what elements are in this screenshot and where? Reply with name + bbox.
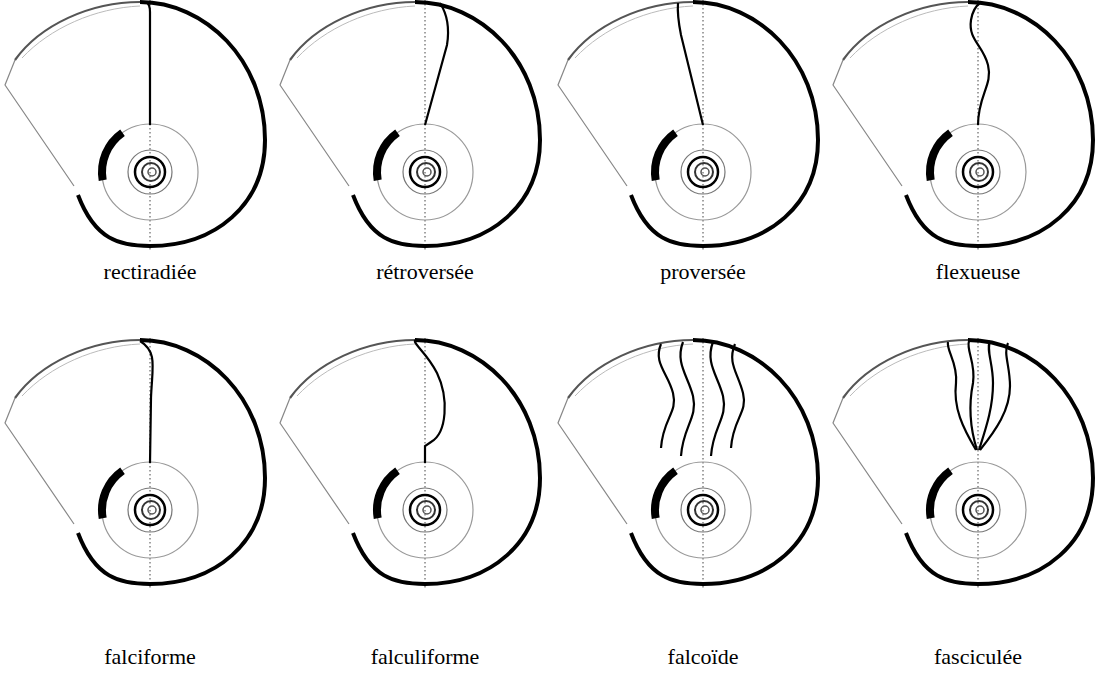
caption-label: rétroversée — [376, 259, 474, 285]
caption-label: rectiradiée — [104, 259, 197, 285]
caption-label: fasciculée — [934, 644, 1022, 670]
caption-label: falciforme — [104, 644, 196, 670]
caption-label: proversée — [660, 259, 746, 285]
caption-label: falculiforme — [371, 644, 480, 670]
caption-label: flexueuse — [936, 259, 1020, 285]
caption-label: falcoïde — [668, 644, 739, 670]
